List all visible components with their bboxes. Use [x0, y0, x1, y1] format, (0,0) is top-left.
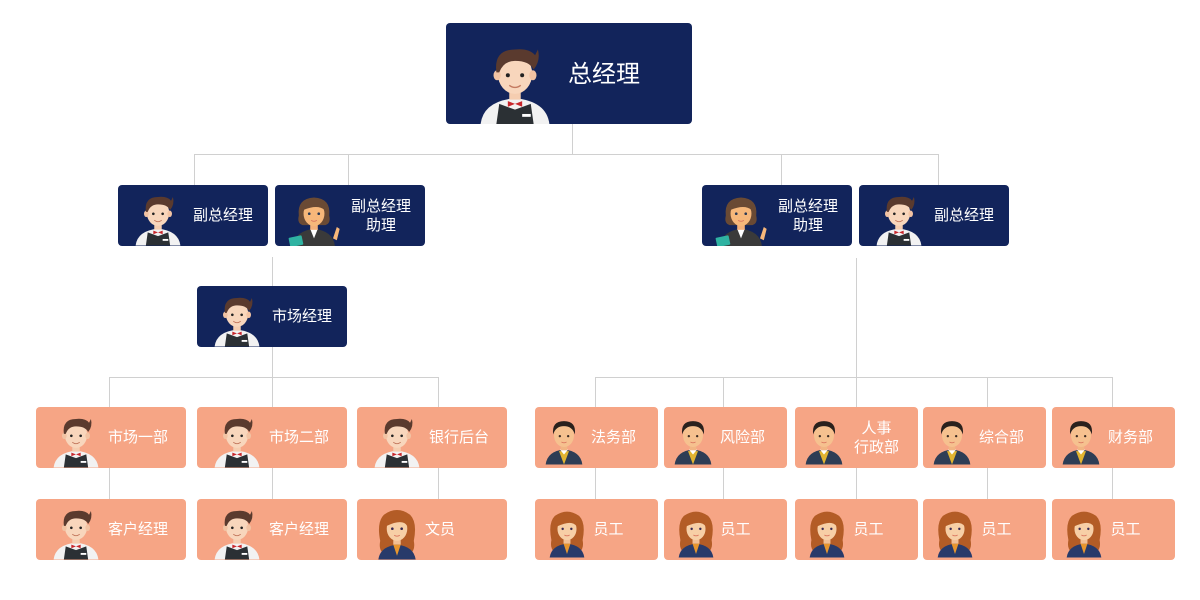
male-waiter-avatar — [130, 189, 186, 246]
male-waiter-avatar — [209, 290, 265, 347]
node-label: 人事 行政部 — [853, 418, 899, 456]
node-general-dept[interactable]: 综合部 — [923, 407, 1046, 468]
node-bank-backoffice[interactable]: 银行后台 — [357, 407, 507, 468]
node-clerk[interactable]: 文员 — [357, 499, 507, 560]
node-market-dept-2[interactable]: 市场二部 — [197, 407, 347, 468]
node-label: 总经理 — [568, 59, 640, 88]
node-label: 市场二部 — [268, 428, 329, 447]
connector — [938, 154, 939, 185]
connector — [595, 467, 596, 500]
connector — [109, 377, 439, 378]
node-deputy-gm-assistant-1[interactable]: 副总经理 助理 — [275, 185, 425, 246]
connector — [109, 467, 110, 500]
connector — [438, 467, 439, 500]
node-label: 综合部 — [978, 428, 1024, 447]
node-risk-dept[interactable]: 风险部 — [664, 407, 787, 468]
connector — [194, 154, 939, 155]
male-waiter-avatar — [209, 411, 265, 468]
node-market-manager[interactable]: 市场经理 — [197, 286, 347, 347]
male-staff-avatar — [668, 411, 718, 468]
node-account-manager-1[interactable]: 客户经理 — [36, 499, 186, 560]
connector — [272, 467, 273, 500]
node-label: 员工 — [981, 520, 1012, 539]
node-staff-finance[interactable]: 员工 — [1052, 499, 1175, 560]
node-staff-hr-admin[interactable]: 员工 — [795, 499, 918, 560]
node-label: 文员 — [424, 520, 455, 539]
male-waiter-avatar — [209, 503, 265, 560]
node-label: 副总经理 — [933, 206, 994, 225]
male-waiter-avatar — [369, 411, 425, 468]
node-deputy-gm-1[interactable]: 副总经理 — [118, 185, 268, 246]
node-label: 财务部 — [1107, 428, 1153, 447]
node-label: 副总经理 — [192, 206, 253, 225]
node-deputy-gm-2[interactable]: 副总经理 — [859, 185, 1009, 246]
node-label: 员工 — [720, 520, 751, 539]
node-staff-legal[interactable]: 员工 — [535, 499, 658, 560]
node-label: 员工 — [593, 520, 624, 539]
node-label: 员工 — [1110, 520, 1141, 539]
connector — [572, 124, 573, 155]
node-staff-risk[interactable]: 员工 — [664, 499, 787, 560]
connector — [723, 467, 724, 500]
male-staff-avatar — [1056, 411, 1106, 468]
connector — [109, 377, 110, 407]
node-label: 副总经理 助理 — [777, 196, 838, 234]
node-deputy-gm-assistant-2[interactable]: 副总经理 助理 — [702, 185, 852, 246]
connector — [856, 467, 857, 500]
node-finance-dept[interactable]: 财务部 — [1052, 407, 1175, 468]
connector — [194, 154, 195, 185]
connector — [723, 377, 724, 407]
connector — [595, 377, 1113, 378]
connector — [595, 377, 596, 407]
male-waiter-avatar — [48, 411, 104, 468]
connector — [1112, 377, 1113, 407]
connector — [781, 154, 782, 185]
connector — [856, 258, 857, 408]
male-waiter-avatar — [871, 189, 927, 246]
node-label: 市场经理 — [271, 307, 332, 326]
node-label: 副总经理 助理 — [350, 196, 411, 234]
node-label: 市场一部 — [107, 428, 168, 447]
node-market-dept-1[interactable]: 市场一部 — [36, 407, 186, 468]
connector — [987, 467, 988, 500]
male-staff-avatar — [799, 411, 849, 468]
node-label: 员工 — [853, 520, 884, 539]
female-assistant-avatar — [712, 189, 770, 246]
connector — [348, 154, 349, 185]
female-assistant-avatar — [285, 189, 343, 246]
node-account-manager-2[interactable]: 客户经理 — [197, 499, 347, 560]
node-label: 风险部 — [719, 428, 765, 447]
node-legal-dept[interactable]: 法务部 — [535, 407, 658, 468]
connector — [1112, 467, 1113, 500]
node-general-manager[interactable]: 总经理 — [446, 23, 692, 124]
connector — [438, 377, 439, 407]
connector — [987, 377, 988, 407]
node-label: 客户经理 — [268, 520, 329, 539]
node-hr-admin-dept[interactable]: 人事 行政部 — [795, 407, 918, 468]
male-waiter-avatar — [48, 503, 104, 560]
node-staff-general[interactable]: 员工 — [923, 499, 1046, 560]
node-label: 客户经理 — [107, 520, 168, 539]
node-label: 银行后台 — [428, 428, 489, 447]
male-staff-avatar — [539, 411, 589, 468]
node-label: 法务部 — [590, 428, 636, 447]
male-staff-avatar — [927, 411, 977, 468]
